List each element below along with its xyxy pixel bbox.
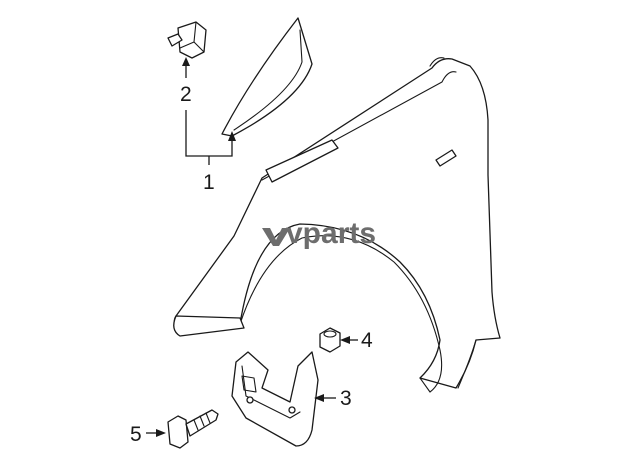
watermark-logo-icon [262,228,290,246]
leaders [146,57,358,437]
watermark: vparts [262,217,376,250]
callout-5: 5 [130,423,142,446]
callout-3: 3 [340,387,352,410]
garnish-part [221,17,313,137]
screw-part [167,409,219,449]
fender [173,57,501,393]
nut-part [319,327,341,353]
callout-4: 4 [361,329,373,352]
callout-1: 1 [203,171,215,194]
clip-part [167,21,207,59]
watermark-text: vparts [286,217,376,250]
callout-2: 2 [180,83,192,106]
mudflap-part [231,351,319,447]
